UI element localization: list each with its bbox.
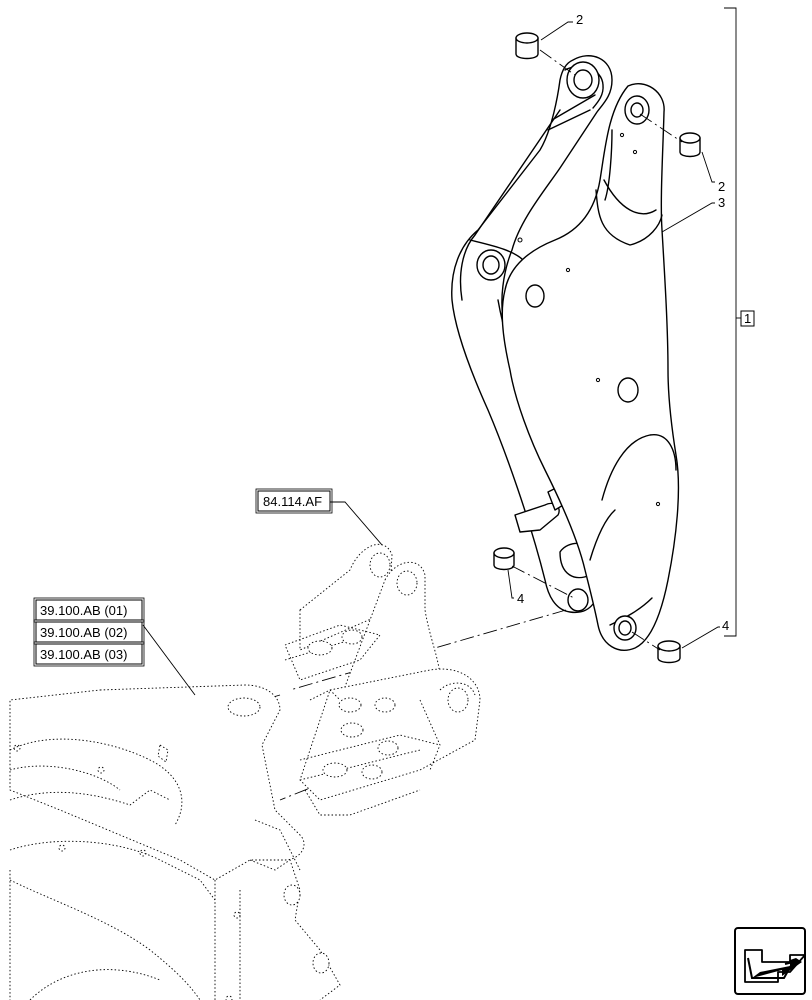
callout-boom: 3 [718,195,725,210]
bushing-lower-left [493,547,515,571]
ref-frame-01-label: 39.100.AB (01) [40,603,127,618]
callout-bushing-lower-right: 4 [722,618,729,633]
ref-frame-01[interactable]: 39.100.AB (01) [33,597,145,623]
boom-bottom-hole-right [613,615,637,641]
boom-top-hole [566,61,600,99]
boom-right-plate [501,83,680,651]
boom-right-top-hole [624,95,650,125]
ref-frame-03-label: 39.100.AB (03) [40,647,127,662]
bushing-top [515,32,539,60]
bushing-lower-right [657,640,681,664]
callout-assembly: 1 [744,311,751,326]
main-frame [9,684,341,1000]
ref-frame-02[interactable]: 39.100.AB (02) [33,619,145,645]
callout-assembly-box[interactable]: 1 [740,310,755,327]
ref-frame-03[interactable]: 39.100.AB (03) [33,641,145,667]
ref-frame-02-label: 39.100.AB (02) [40,625,127,640]
callout-bushing-right: 2 [718,179,725,194]
bushing-right [679,132,701,158]
boom-mid-hole [476,249,506,281]
swing-bracket [284,543,481,816]
boom-arm [451,55,680,651]
callout-bushing-lower-left: 4 [517,591,524,606]
ref-swing-bracket-label: 84.114.AF [263,494,322,509]
ref-swing-bracket[interactable]: 84.114.AF [255,488,333,514]
boom-bottom-hole-left [567,588,589,612]
callout-leaders [142,7,741,696]
callout-bushing-top: 2 [576,12,583,27]
next-page-arrow-icon[interactable] [734,927,806,995]
